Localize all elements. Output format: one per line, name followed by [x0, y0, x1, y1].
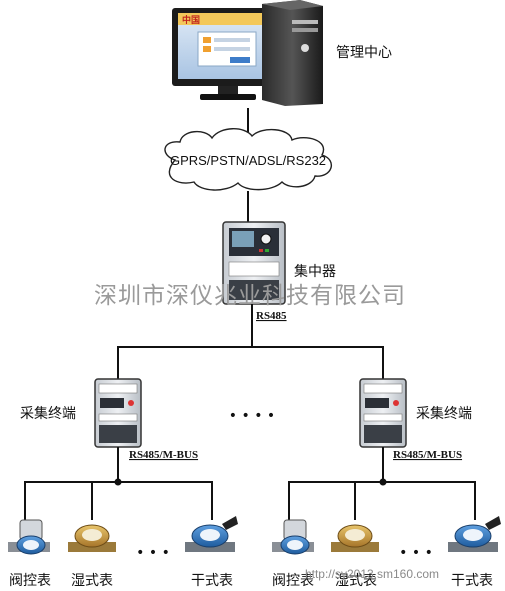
left-meters-ellipsis: • • •: [136, 545, 170, 561]
left-meter-label-3: 干式表: [191, 573, 233, 589]
management-computer: 中国: [172, 0, 323, 106]
watermark-url: http://sy2013.sm160.com: [305, 567, 439, 581]
network-cloud-icon: [164, 128, 332, 191]
management-center-label: 管理中心: [336, 45, 392, 61]
right-meter-label-2: 湿式表: [335, 573, 377, 589]
right-meter-label-1: 阀控表: [272, 573, 314, 589]
wet-meter-icon: [68, 524, 116, 552]
dry-meter-icon: [185, 516, 238, 552]
network-label: GPRS/PSTN/ADSL/RS232: [170, 153, 326, 168]
left-bus-label: RS485/M-BUS: [129, 449, 198, 461]
right-bus-label: RS485/M-BUS: [393, 449, 462, 461]
left-meter-label-2: 湿式表: [71, 573, 113, 589]
valve-meter-icon: [8, 519, 50, 555]
concentrator-device-icon: [222, 221, 286, 305]
monitor-icon: 中国: [172, 8, 284, 100]
right-collection-terminal: 采集终端 RS485/M-BUS • • • 阀控表 湿式表 干式表: [272, 378, 501, 589]
middle-ellipsis: • • • •: [229, 408, 275, 424]
right-terminal-label: 采集终端: [416, 405, 472, 422]
collection-terminal-icon: [359, 378, 407, 448]
pc-tower-icon: [262, 0, 323, 106]
concentrator-label: 集中器: [294, 263, 336, 280]
wet-meter-icon: [331, 524, 379, 552]
collection-terminal-icon: [94, 378, 142, 448]
left-collection-terminal: 采集终端 RS485/M-BUS • • • 阀控表 湿式表: [8, 378, 238, 589]
watermark-company: 深圳市深仪兆业科技有限公司: [94, 283, 406, 309]
left-terminal-label: 采集终端: [20, 405, 76, 422]
right-meters-ellipsis: • • •: [399, 545, 433, 561]
right-meter-label-3: 干式表: [451, 573, 493, 589]
left-meter-label-1: 阀控表: [9, 573, 51, 589]
dry-meter-icon: [448, 516, 501, 552]
screen-logo: 中国: [182, 14, 200, 26]
valve-meter-icon: [272, 519, 314, 555]
concentrator-bus-label: RS485: [256, 310, 287, 322]
